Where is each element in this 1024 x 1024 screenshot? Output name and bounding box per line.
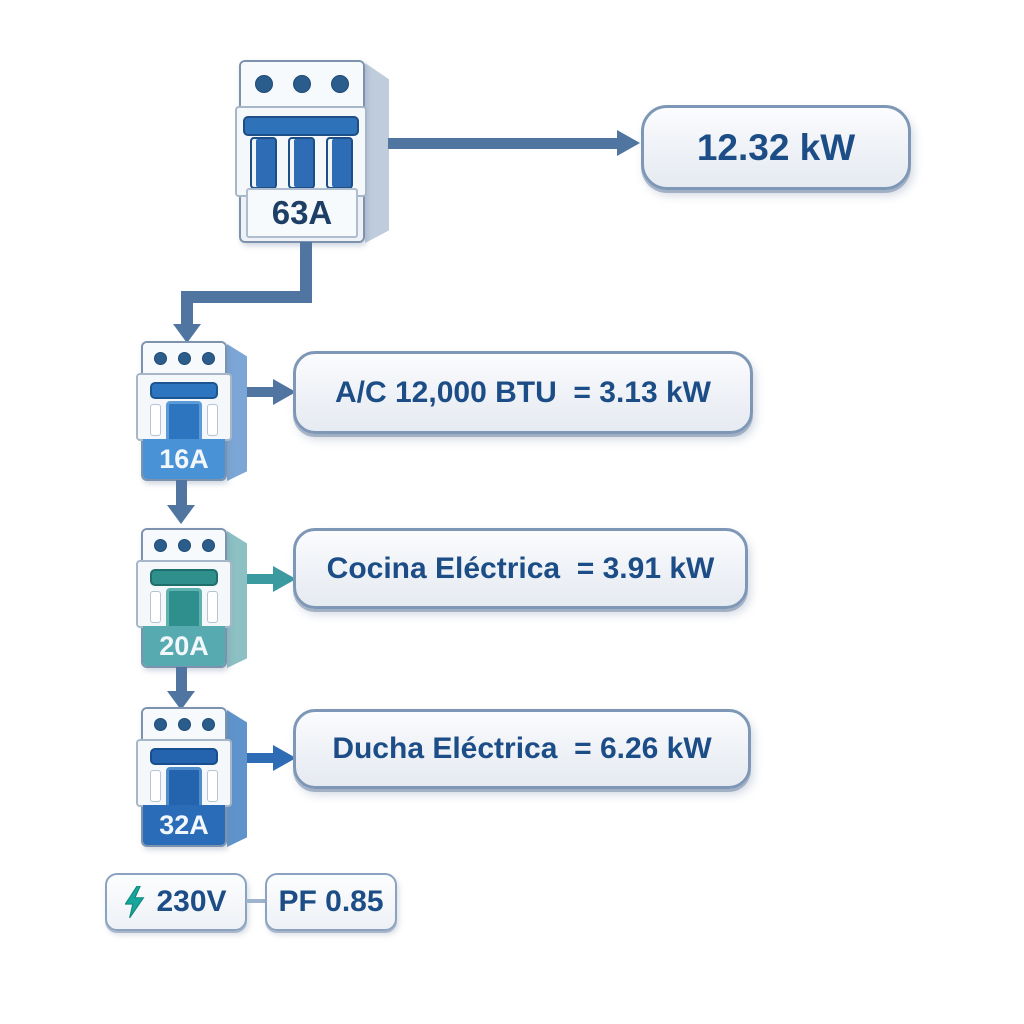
arrowhead-to-20a <box>167 505 195 524</box>
connector-main-drop <box>181 291 193 326</box>
connector-16a-to-20a <box>176 480 187 508</box>
voltage-badge: 230V <box>105 873 247 931</box>
load-label-ac: A/C 12,000 BTU = 3.13 kW <box>335 375 711 409</box>
connector-main-elbow <box>181 291 312 303</box>
total-power-value: 12.32 kW <box>696 126 856 168</box>
switch-bar <box>150 569 218 586</box>
power-factor-badge: PF 0.85 <box>265 873 397 931</box>
arrowhead-to-32a <box>167 691 195 710</box>
breaker-switch-panel <box>136 739 232 810</box>
total-power-box: 12.32 kW <box>641 105 911 190</box>
breaker-switch-panel <box>136 373 232 444</box>
switch-lever-icon <box>138 767 230 810</box>
connector-20a-to-load <box>247 574 277 584</box>
breaker-rating-label: 20A <box>143 626 225 666</box>
breaker-side-face <box>227 531 247 668</box>
breaker-side-face <box>227 710 247 847</box>
connector-32a-to-load <box>247 753 277 763</box>
terminal-dots-icon <box>143 530 225 560</box>
load-label-cocina: Cocina Eléctrica = 3.91 kW <box>326 551 715 585</box>
switch-levers-icon <box>237 137 365 189</box>
arrowhead-32a-to-load <box>273 745 296 771</box>
connector-main-to-total <box>388 138 619 149</box>
switch-bar <box>243 116 359 136</box>
breaker-side-face <box>365 63 389 243</box>
load-box-ac: A/C 12,000 BTU = 3.13 kW <box>293 351 753 434</box>
connector-20a-to-32a <box>176 667 187 694</box>
power-factor-value: PF 0.85 <box>278 885 384 918</box>
breaker-rating-label: 16A <box>143 439 225 479</box>
branch-breaker-16a: 16A <box>136 341 249 483</box>
breaker-side-face <box>227 344 247 481</box>
branch-breaker-32a: 32A <box>136 707 249 849</box>
branch-breaker-20a: 20A <box>136 528 249 670</box>
switch-bar <box>150 382 218 399</box>
terminal-dots-icon <box>241 62 363 106</box>
connector-main-down <box>300 242 312 298</box>
switch-lever-icon <box>138 401 230 444</box>
breaker-front: 20A <box>136 528 232 668</box>
breaker-switch-panel <box>235 106 367 197</box>
breaker-rating-label: 32A <box>143 805 225 845</box>
lightning-icon <box>125 886 145 918</box>
terminal-dots-icon <box>143 343 225 373</box>
arrowhead-20a-to-load <box>273 566 296 592</box>
badge-connector <box>246 899 266 903</box>
breaker-front: 63A <box>235 60 367 243</box>
switch-lever-icon <box>138 588 230 631</box>
main-breaker-63a: 63A <box>235 60 391 245</box>
connector-16a-to-load <box>247 387 277 397</box>
arrowhead-to-16a <box>173 324 201 343</box>
terminal-dots-icon <box>143 709 225 739</box>
arrowhead-16a-to-load <box>273 379 296 405</box>
switch-bar <box>150 748 218 765</box>
arrowhead-main-to-total <box>617 130 640 156</box>
voltage-value: 230V <box>156 885 227 918</box>
load-label-ducha: Ducha Eléctrica = 6.26 kW <box>332 732 712 765</box>
breaker-front: 32A <box>136 707 232 847</box>
breaker-rating-label: 63A <box>246 188 358 238</box>
breaker-switch-panel <box>136 560 232 631</box>
breaker-front: 16A <box>136 341 232 481</box>
load-box-ducha: Ducha Eléctrica = 6.26 kW <box>293 709 751 789</box>
load-box-cocina: Cocina Eléctrica = 3.91 kW <box>293 528 748 609</box>
